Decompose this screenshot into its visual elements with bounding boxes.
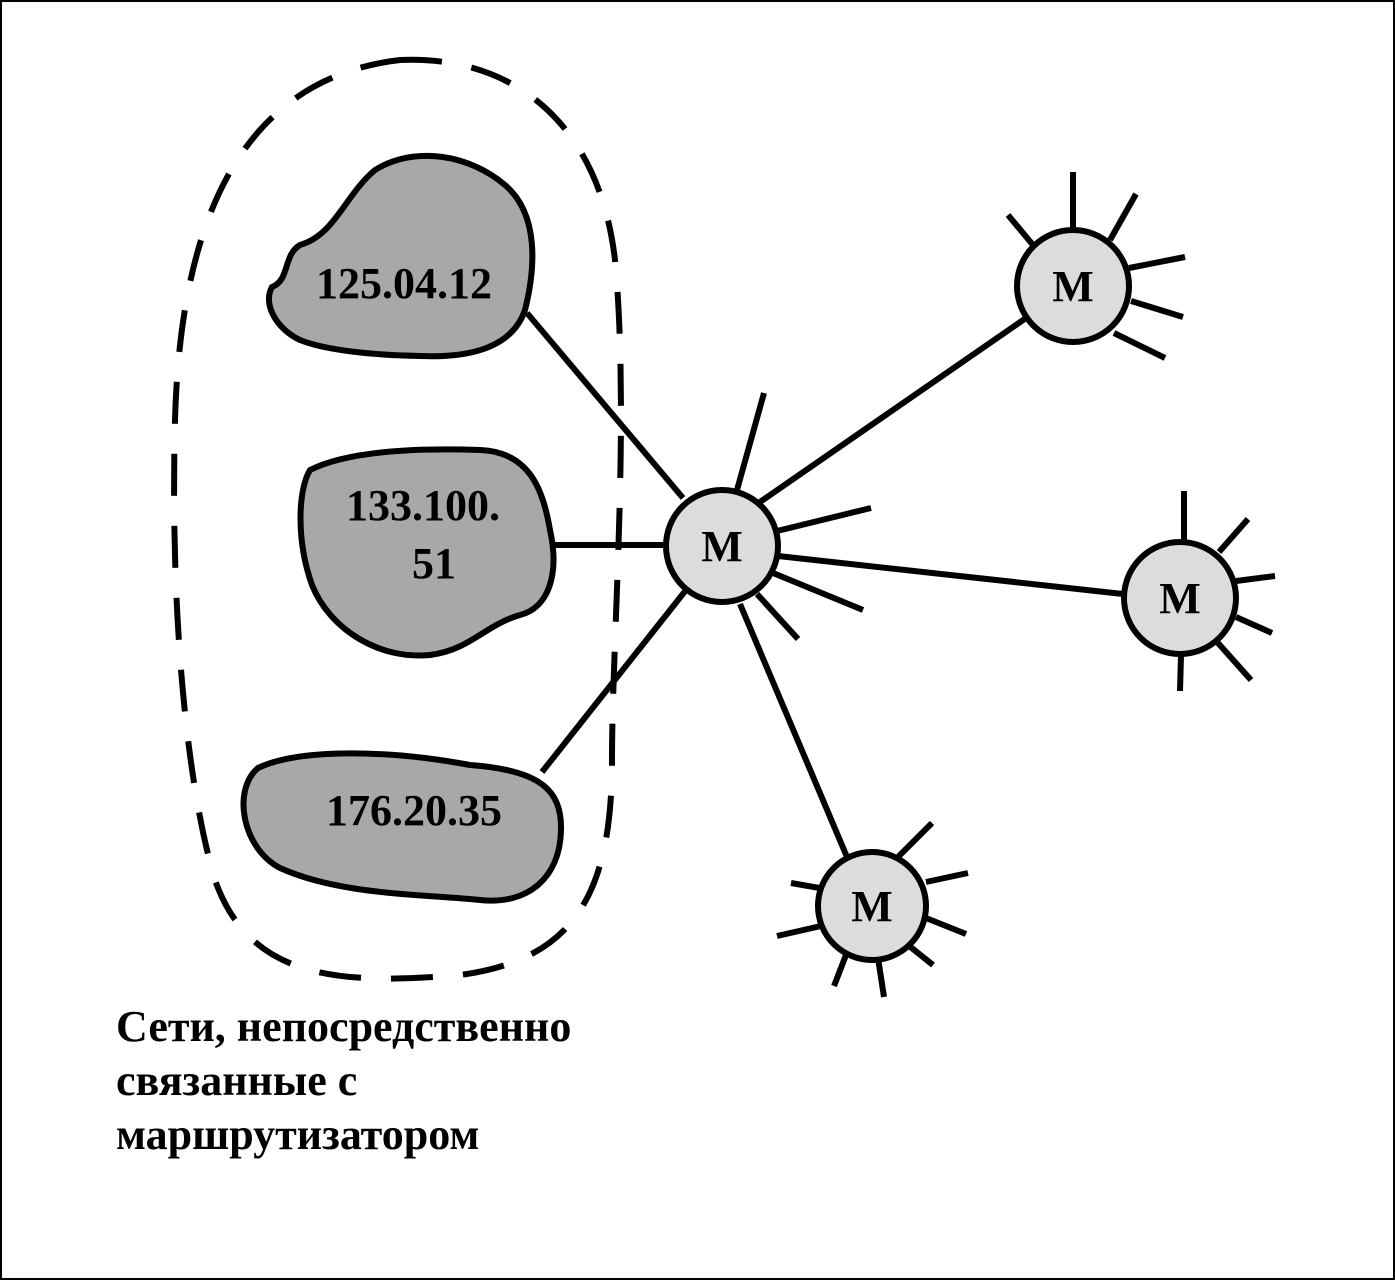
link-router-2	[777, 553, 1124, 597]
link-router-1	[758, 315, 1028, 505]
network-label-2-line-2: 51	[412, 539, 456, 588]
central-router-label: M	[701, 522, 743, 571]
remote-router-1	[1014, 227, 1132, 345]
caption-line-3: маршрутизатором	[116, 1110, 480, 1159]
remote-router-3-label: M	[851, 882, 893, 931]
network-blob-2	[297, 446, 557, 659]
remote-router-2	[1121, 539, 1239, 657]
caption-line-1: Сети, непосредственно	[116, 1002, 572, 1051]
router-2-spokes	[1177, 491, 1276, 692]
network-blob-1	[265, 152, 536, 360]
network-label-1: 125.04.12	[316, 259, 492, 308]
network-label-3: 176.20.35	[326, 786, 502, 835]
link-router-3	[737, 602, 850, 859]
remote-router-3	[815, 849, 929, 963]
network-label-2-line-1: 133.100.	[346, 481, 500, 530]
central-router	[663, 487, 781, 605]
caption: Сети, непосредственно связанные с маршру…	[116, 1000, 676, 1162]
remote-router-1-label: M	[1052, 262, 1094, 311]
remote-router-2-label: M	[1159, 574, 1201, 623]
link-net-1	[524, 311, 686, 500]
directly-connected-group-boundary	[171, 56, 624, 982]
router-3-spokes	[776, 820, 969, 998]
router-1-spokes	[1005, 172, 1186, 361]
caption-line-2: связанные с	[116, 1056, 358, 1105]
network-blob-3	[240, 750, 565, 904]
central-router-spokes	[734, 392, 872, 642]
link-net-3	[539, 588, 689, 774]
